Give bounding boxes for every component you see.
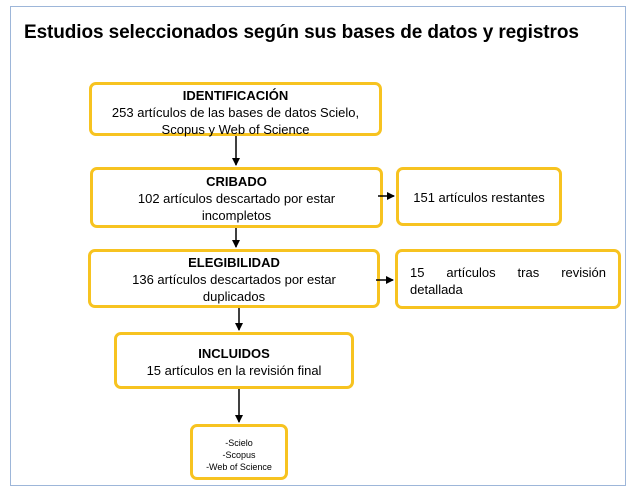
bases-item: -Scopus: [222, 450, 256, 460]
identificacion-box: IDENTIFICACIÓN 253 artículos de las base…: [89, 82, 382, 137]
figure-title: Estudios seleccionados según sus bases d…: [24, 22, 579, 43]
bases-item: -Web of Science: [206, 462, 272, 472]
elegibilidad-line-2: duplicados: [202, 289, 266, 304]
figure-frame: [10, 6, 626, 486]
revision-box: 15 artículos tras revisión detallada: [395, 249, 621, 309]
cribado-line-2: incompletos: [201, 208, 272, 223]
cribado-box: CRIBADO 102 artículos descartado por est…: [90, 167, 383, 228]
restantes-box: 151 artículos restantes: [396, 167, 562, 226]
identificacion-line-2: Scopus y Web of Science: [161, 122, 310, 137]
restantes-text: 151 artículos restantes: [413, 190, 545, 205]
incluidos-box: INCLUIDOS 15 artículos en la revisión fi…: [114, 332, 354, 389]
identificacion-line-1: 253 artículos de las bases de datos Scie…: [111, 105, 360, 120]
cribado-line-1: 102 artículos descartado por estar: [137, 191, 336, 206]
revision-line-1: 15 artículos tras revisión: [410, 265, 606, 280]
elegibilidad-line-1: 136 artículos descartados por estar: [132, 272, 336, 287]
incluidos-line-1: 15 artículos en la revisión final: [146, 363, 322, 378]
elegibilidad-heading: ELEGIBILIDAD: [188, 255, 280, 270]
cribado-heading: CRIBADO: [206, 174, 267, 189]
identificacion-heading: IDENTIFICACIÓN: [182, 88, 289, 103]
bases-item: -Scielo: [225, 438, 253, 448]
elegibilidad-box: ELEGIBILIDAD 136 artículos descartados p…: [88, 249, 380, 308]
incluidos-heading: INCLUIDOS: [198, 346, 270, 361]
bases-box: -Scielo -Scopus -Web of Science: [190, 424, 288, 480]
revision-line-2: detallada: [410, 282, 463, 297]
